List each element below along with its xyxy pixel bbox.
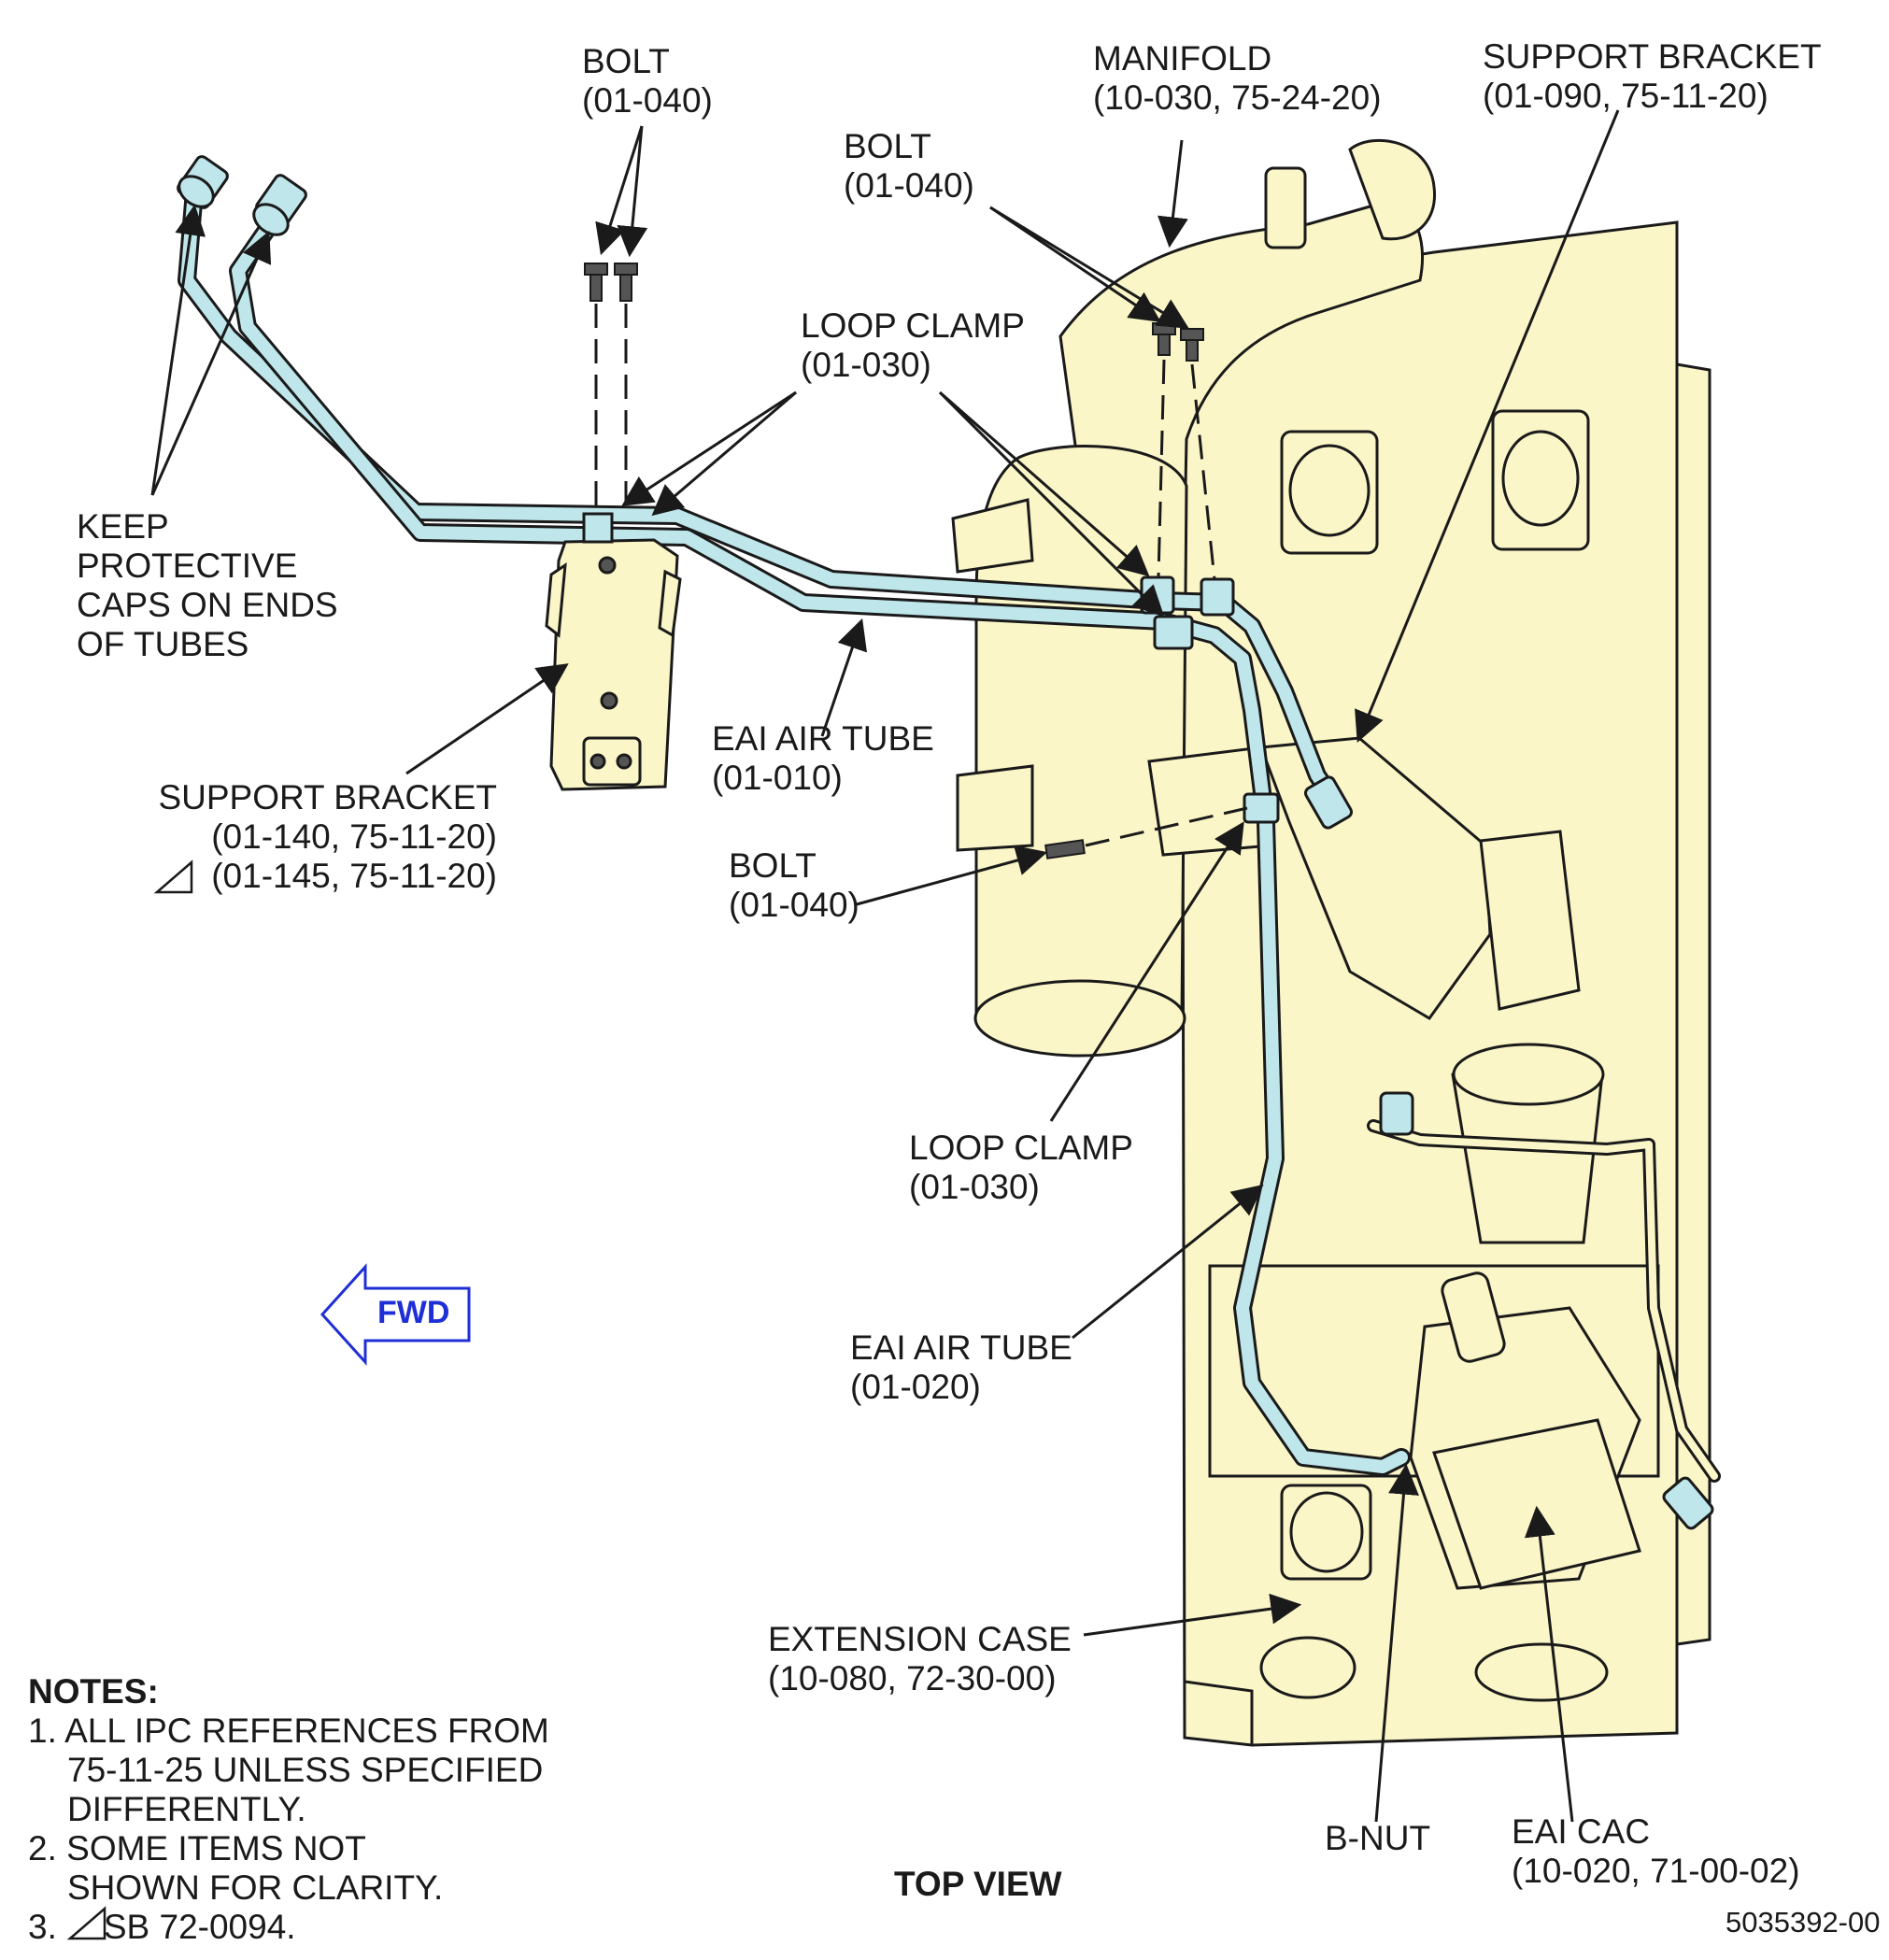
eai-cac: [1409, 1271, 1641, 1590]
view-title: TOP VIEW: [894, 1865, 1062, 1903]
label-support-bracket-right: SUPPORT BRACKET (01-090, 75-11-20): [1483, 37, 1822, 115]
note-1-line-2: 75-11-25 UNLESS SPECIFIED: [67, 1751, 544, 1789]
assembly-lines: [594, 304, 1248, 847]
fwd-label: FWD: [377, 1295, 450, 1330]
note-1-line-3: DIFFERENTLY.: [67, 1790, 306, 1828]
label-extension-case: EXTENSION CASE (10-080, 72-30-00): [768, 1620, 1072, 1697]
note-3: 3.SB 72-0094.: [28, 1908, 296, 1946]
label-bolt-lower: BOLT (01-040): [729, 846, 859, 924]
eai-air-tube-01-020: [1233, 813, 1721, 1483]
note-2-line-2: SHOWN FOR CLARITY.: [67, 1868, 444, 1907]
label-keep-protective-caps: KEEP PROTECTIVE CAPS ON ENDS OF TUBES: [77, 507, 338, 663]
label-support-bracket-left: SUPPORT BRACKET (01-140, 75-11-20) (01-1…: [158, 778, 497, 895]
support-bracket-left: [545, 512, 682, 791]
leader-lines: [150, 109, 1620, 1823]
notes-block: NOTES: 1. ALL IPC REFERENCES FROM 75-11-…: [28, 1672, 549, 1947]
label-bolt-upper-mid: BOLT (01-040): [844, 127, 974, 205]
label-b-nut: B-NUT: [1325, 1819, 1431, 1857]
label-loop-clamp-upper: LOOP CLAMP (01-030): [801, 306, 1025, 384]
fwd-arrow-icon: [320, 1263, 471, 1366]
label-eai-air-tube-01-020: EAI AIR TUBE (01-020): [850, 1328, 1072, 1406]
tube-end-caps: [177, 155, 1714, 1530]
label-eai-air-tube-01-010: EAI AIR TUBE (01-010): [712, 719, 934, 797]
bolts: [584, 263, 1204, 859]
label-eai-cac: EAI CAC (10-020, 71-00-02): [1512, 1812, 1800, 1890]
note-2-line-1: 2. SOME ITEMS NOT: [28, 1829, 366, 1868]
note-1-line-1: 1. ALL IPC REFERENCES FROM: [28, 1711, 549, 1750]
delta-flags: [66, 859, 193, 1940]
eai-air-tube-01-010: [178, 182, 1345, 831]
label-loop-clamp-lower: LOOP CLAMP (01-030): [909, 1129, 1133, 1206]
figure-number: 5035392-00: [1726, 1906, 1881, 1939]
label-manifold: MANIFOLD (10-030, 75-24-20): [1093, 39, 1382, 117]
label-bolt-top: BOLT (01-040): [582, 42, 713, 120]
notes-heading: NOTES:: [28, 1672, 159, 1711]
